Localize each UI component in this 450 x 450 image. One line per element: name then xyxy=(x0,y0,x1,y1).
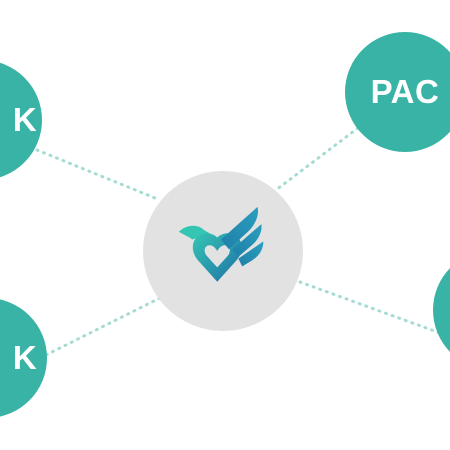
connector-right-top xyxy=(270,126,360,195)
connector-left-top xyxy=(35,148,162,202)
connector-right-bottom xyxy=(298,280,442,335)
node-left-bottom-label: K xyxy=(12,339,38,376)
hub-circle xyxy=(143,171,303,331)
node-left-top-label: K xyxy=(12,101,38,138)
node-pac-label: PAC xyxy=(370,73,440,110)
connector-left-bottom xyxy=(38,296,162,360)
heart-checkmark-bird-logo-icon xyxy=(178,206,264,282)
node-pac: PAC xyxy=(345,32,450,152)
